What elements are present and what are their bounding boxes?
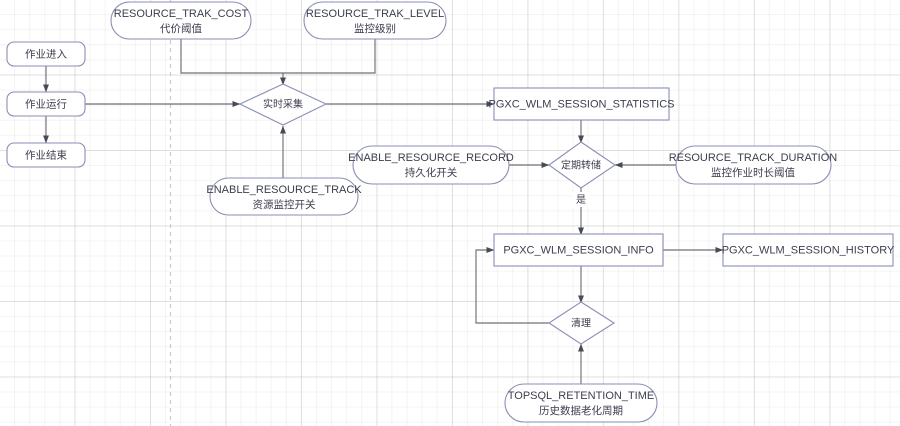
node-resource-trak-level-label: RESOURCE_TRAK_LEVEL [306,8,444,20]
node-job-end-shape[interactable] [6,142,86,168]
node-enable-resource-track-label: ENABLE_RESOURCE_TRACK [206,184,362,196]
node-resource-trak-cost-sublabel: 代价阈值 [160,22,202,35]
node-pgxc-wlm-session-statistics-label: PGXC_WLM_SESSION_STATISTICS [488,98,674,110]
node-job-running[interactable]: 作业运行 [6,91,86,117]
node-pgxc-wlm-session-info-shape[interactable] [493,233,664,267]
node-cleanup-shape[interactable] [547,301,616,345]
node-realtime-collect[interactable]: 实时采集 [238,83,328,126]
node-resource-trak-cost-shape[interactable] [110,1,252,40]
node-resource-track-duration[interactable]: RESOURCE_TRACK_DURATION 监控作业时长阈值 [669,145,838,185]
node-topsql-retention-time[interactable]: TOPSQL_RETENTION_TIME 历史数据老化周期 [504,383,658,423]
node-job-enter-label: 作业进入 [25,49,67,61]
node-realtime-collect-shape[interactable] [238,83,328,126]
node-resource-trak-level[interactable]: RESOURCE_TRAK_LEVEL 监控级别 [303,1,447,40]
node-job-end-label: 作业结束 [25,149,67,162]
node-job-end[interactable]: 作业结束 [6,142,86,168]
node-enable-resource-track-sublabel: 资源监控开关 [253,198,316,211]
node-realtime-collect-label: 实时采集 [263,98,303,111]
node-layer: 作业进入 作业运行 作业结束 RESOURCE_TRAK_COST 代价阈值 [6,1,895,423]
edge-trak-level-to-realtime [283,38,376,74]
node-resource-trak-cost-label: RESOURCE_TRAK_COST [114,8,249,20]
node-topsql-retention-time-shape[interactable] [504,383,658,423]
node-enable-resource-record[interactable]: ENABLE_RESOURCE_RECORD 持久化开关 [348,145,514,185]
node-enable-resource-record-sublabel: 持久化开关 [405,166,458,179]
node-topsql-retention-time-sublabel: 历史数据老化周期 [539,404,623,417]
node-resource-trak-level-shape[interactable] [303,1,447,40]
node-pgxc-wlm-session-info[interactable]: PGXC_WLM_SESSION_INFO [493,233,664,267]
node-periodic-dump-label: 定期转储 [561,159,601,172]
node-resource-track-duration-sublabel: 监控作业时长阈值 [711,166,795,179]
node-resource-trak-cost[interactable]: RESOURCE_TRAK_COST 代价阈值 [110,1,252,40]
node-resource-trak-level-sublabel: 监控级别 [354,22,396,35]
node-topsql-retention-time-label: TOPSQL_RETENTION_TIME [508,390,655,402]
node-resource-track-duration-shape[interactable] [675,145,832,185]
edge-label-dump-yes: 是 [576,194,586,206]
node-pgxc-wlm-session-info-label: PGXC_WLM_SESSION_INFO [503,244,654,256]
node-cleanup[interactable]: 清理 [547,301,616,345]
edge-trak-cost-to-realtime [180,38,287,86]
node-enable-resource-track-shape[interactable] [209,177,359,216]
node-periodic-dump-shape[interactable] [548,141,616,189]
node-job-enter[interactable]: 作业进入 [6,41,86,67]
node-pgxc-wlm-session-statistics-shape[interactable] [493,87,670,121]
node-enable-resource-record-label: ENABLE_RESOURCE_RECORD [348,152,514,164]
node-cleanup-label: 清理 [571,317,591,330]
node-periodic-dump[interactable]: 定期转储 [548,141,616,189]
node-job-running-shape[interactable] [6,91,86,117]
edge-label-backdrop [572,192,590,207]
edge-layer: 是 [43,38,724,384]
node-pgxc-wlm-session-history[interactable]: PGXC_WLM_SESSION_HISTORY [722,233,895,267]
node-job-running-label: 作业运行 [25,98,67,111]
node-enable-resource-track[interactable]: ENABLE_RESOURCE_TRACK 资源监控开关 [206,177,362,216]
node-pgxc-wlm-session-history-label: PGXC_WLM_SESSION_HISTORY [722,244,895,256]
node-job-enter-shape[interactable] [6,41,86,67]
node-pgxc-wlm-session-statistics[interactable]: PGXC_WLM_SESSION_STATISTICS [488,87,675,121]
node-resource-track-duration-label: RESOURCE_TRACK_DURATION [669,152,838,164]
node-pgxc-wlm-session-history-shape[interactable] [722,233,894,267]
edge-cleanup-to-info-loop [475,246,549,324]
node-enable-resource-record-shape[interactable] [352,145,510,185]
